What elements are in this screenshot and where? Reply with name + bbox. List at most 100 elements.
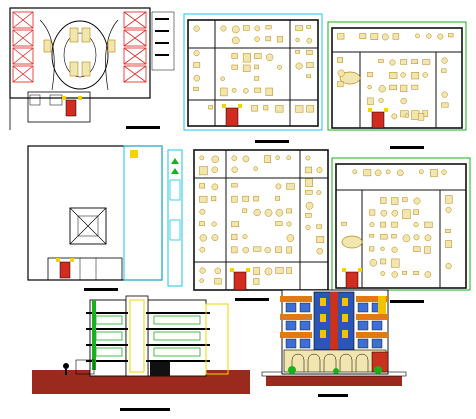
furniture-item	[199, 267, 206, 274]
furniture-item	[400, 59, 408, 65]
view-title-bar	[255, 140, 289, 143]
furniture-item	[305, 224, 311, 230]
furniture-item	[352, 169, 358, 175]
furniture-item	[231, 166, 238, 173]
furniture-item	[306, 49, 313, 56]
furniture-item	[211, 166, 218, 173]
furniture-item	[445, 195, 453, 204]
furniture-item	[254, 36, 260, 42]
furniture-item	[381, 33, 389, 41]
furniture-item	[193, 50, 200, 57]
furniture-item	[265, 53, 274, 61]
furniture-item	[391, 113, 398, 120]
furniture-item	[265, 36, 272, 42]
car-symbols	[43, 27, 116, 77]
furniture-item	[305, 201, 314, 210]
furniture-item	[441, 102, 449, 108]
furniture-item	[337, 57, 343, 63]
furniture-item	[404, 113, 410, 118]
furniture-item	[437, 33, 444, 40]
furniture-item	[276, 36, 284, 43]
furniture-item	[295, 62, 303, 70]
floor-plan-b	[327, 21, 467, 149]
furniture-item	[275, 221, 283, 226]
floor-slabs	[86, 312, 210, 362]
furniture-item	[199, 208, 206, 215]
parking-bays-right	[123, 11, 147, 83]
furniture-item	[413, 234, 420, 241]
furniture-item	[242, 195, 250, 202]
furniture-item	[231, 233, 238, 241]
furniture-item	[419, 169, 424, 175]
furniture-item	[415, 33, 420, 39]
furniture-item	[424, 271, 432, 278]
furniture-item	[214, 267, 222, 275]
furniture-item	[391, 197, 399, 205]
furniture-d	[341, 169, 453, 278]
furniture-item	[265, 25, 272, 30]
floor-plan-c	[167, 149, 329, 301]
furniture-item	[389, 72, 398, 79]
furniture-item	[231, 87, 237, 93]
furniture-item	[422, 59, 431, 65]
furniture-item	[305, 189, 313, 195]
planters	[288, 366, 382, 374]
furniture-item	[211, 234, 219, 242]
furniture-a	[193, 25, 314, 113]
furniture-item	[380, 246, 385, 251]
furniture-item	[199, 183, 205, 189]
furniture-item	[417, 113, 425, 121]
furniture-item	[316, 236, 325, 243]
view-title-bar	[120, 408, 170, 411]
furniture-item	[199, 155, 205, 161]
stair-core	[345, 271, 359, 289]
furniture-item	[378, 85, 386, 93]
furniture-item	[295, 25, 304, 31]
furniture-item	[242, 246, 249, 254]
furniture-item	[391, 221, 398, 228]
furniture-item	[402, 270, 407, 275]
furniture-item	[391, 209, 399, 217]
furniture-item	[286, 183, 295, 190]
furniture-item	[445, 206, 452, 213]
furniture-item	[231, 64, 238, 70]
balcony-bands	[280, 296, 388, 338]
view-title-bar	[126, 126, 160, 129]
furniture-item	[413, 209, 419, 215]
furniture-item	[359, 33, 367, 39]
furniture-item	[389, 59, 396, 66]
furniture-item	[199, 246, 206, 253]
furniture-item	[380, 209, 388, 217]
furniture-item	[264, 246, 271, 254]
furniture-item	[378, 59, 384, 63]
furniture-item	[242, 53, 251, 63]
furniture-item	[337, 81, 344, 88]
furniture-item	[380, 258, 387, 265]
furniture-item	[253, 267, 261, 275]
stair-core	[225, 107, 239, 127]
view-title-bar	[318, 394, 348, 397]
furniture-item	[193, 25, 200, 32]
furniture-item	[341, 221, 347, 226]
furniture-item	[337, 69, 345, 77]
furniture-item	[445, 240, 452, 248]
furniture-item	[413, 270, 419, 275]
furniture-item	[369, 209, 376, 216]
furniture-item	[242, 155, 250, 163]
furniture-item	[400, 72, 406, 78]
furniture-item	[367, 72, 373, 78]
furniture-item	[220, 76, 225, 81]
furniture-item	[199, 278, 204, 283]
view-title-bar	[390, 146, 424, 149]
furniture-item	[199, 195, 208, 203]
furniture-item	[370, 33, 379, 40]
furniture-item	[424, 234, 432, 242]
furniture-item	[193, 74, 201, 82]
furniture-item	[295, 37, 300, 43]
furniture-item	[400, 97, 407, 105]
furniture-item	[286, 208, 292, 214]
furniture-item	[211, 155, 220, 164]
furniture-item	[193, 62, 201, 68]
ramp-loop	[51, 20, 109, 90]
